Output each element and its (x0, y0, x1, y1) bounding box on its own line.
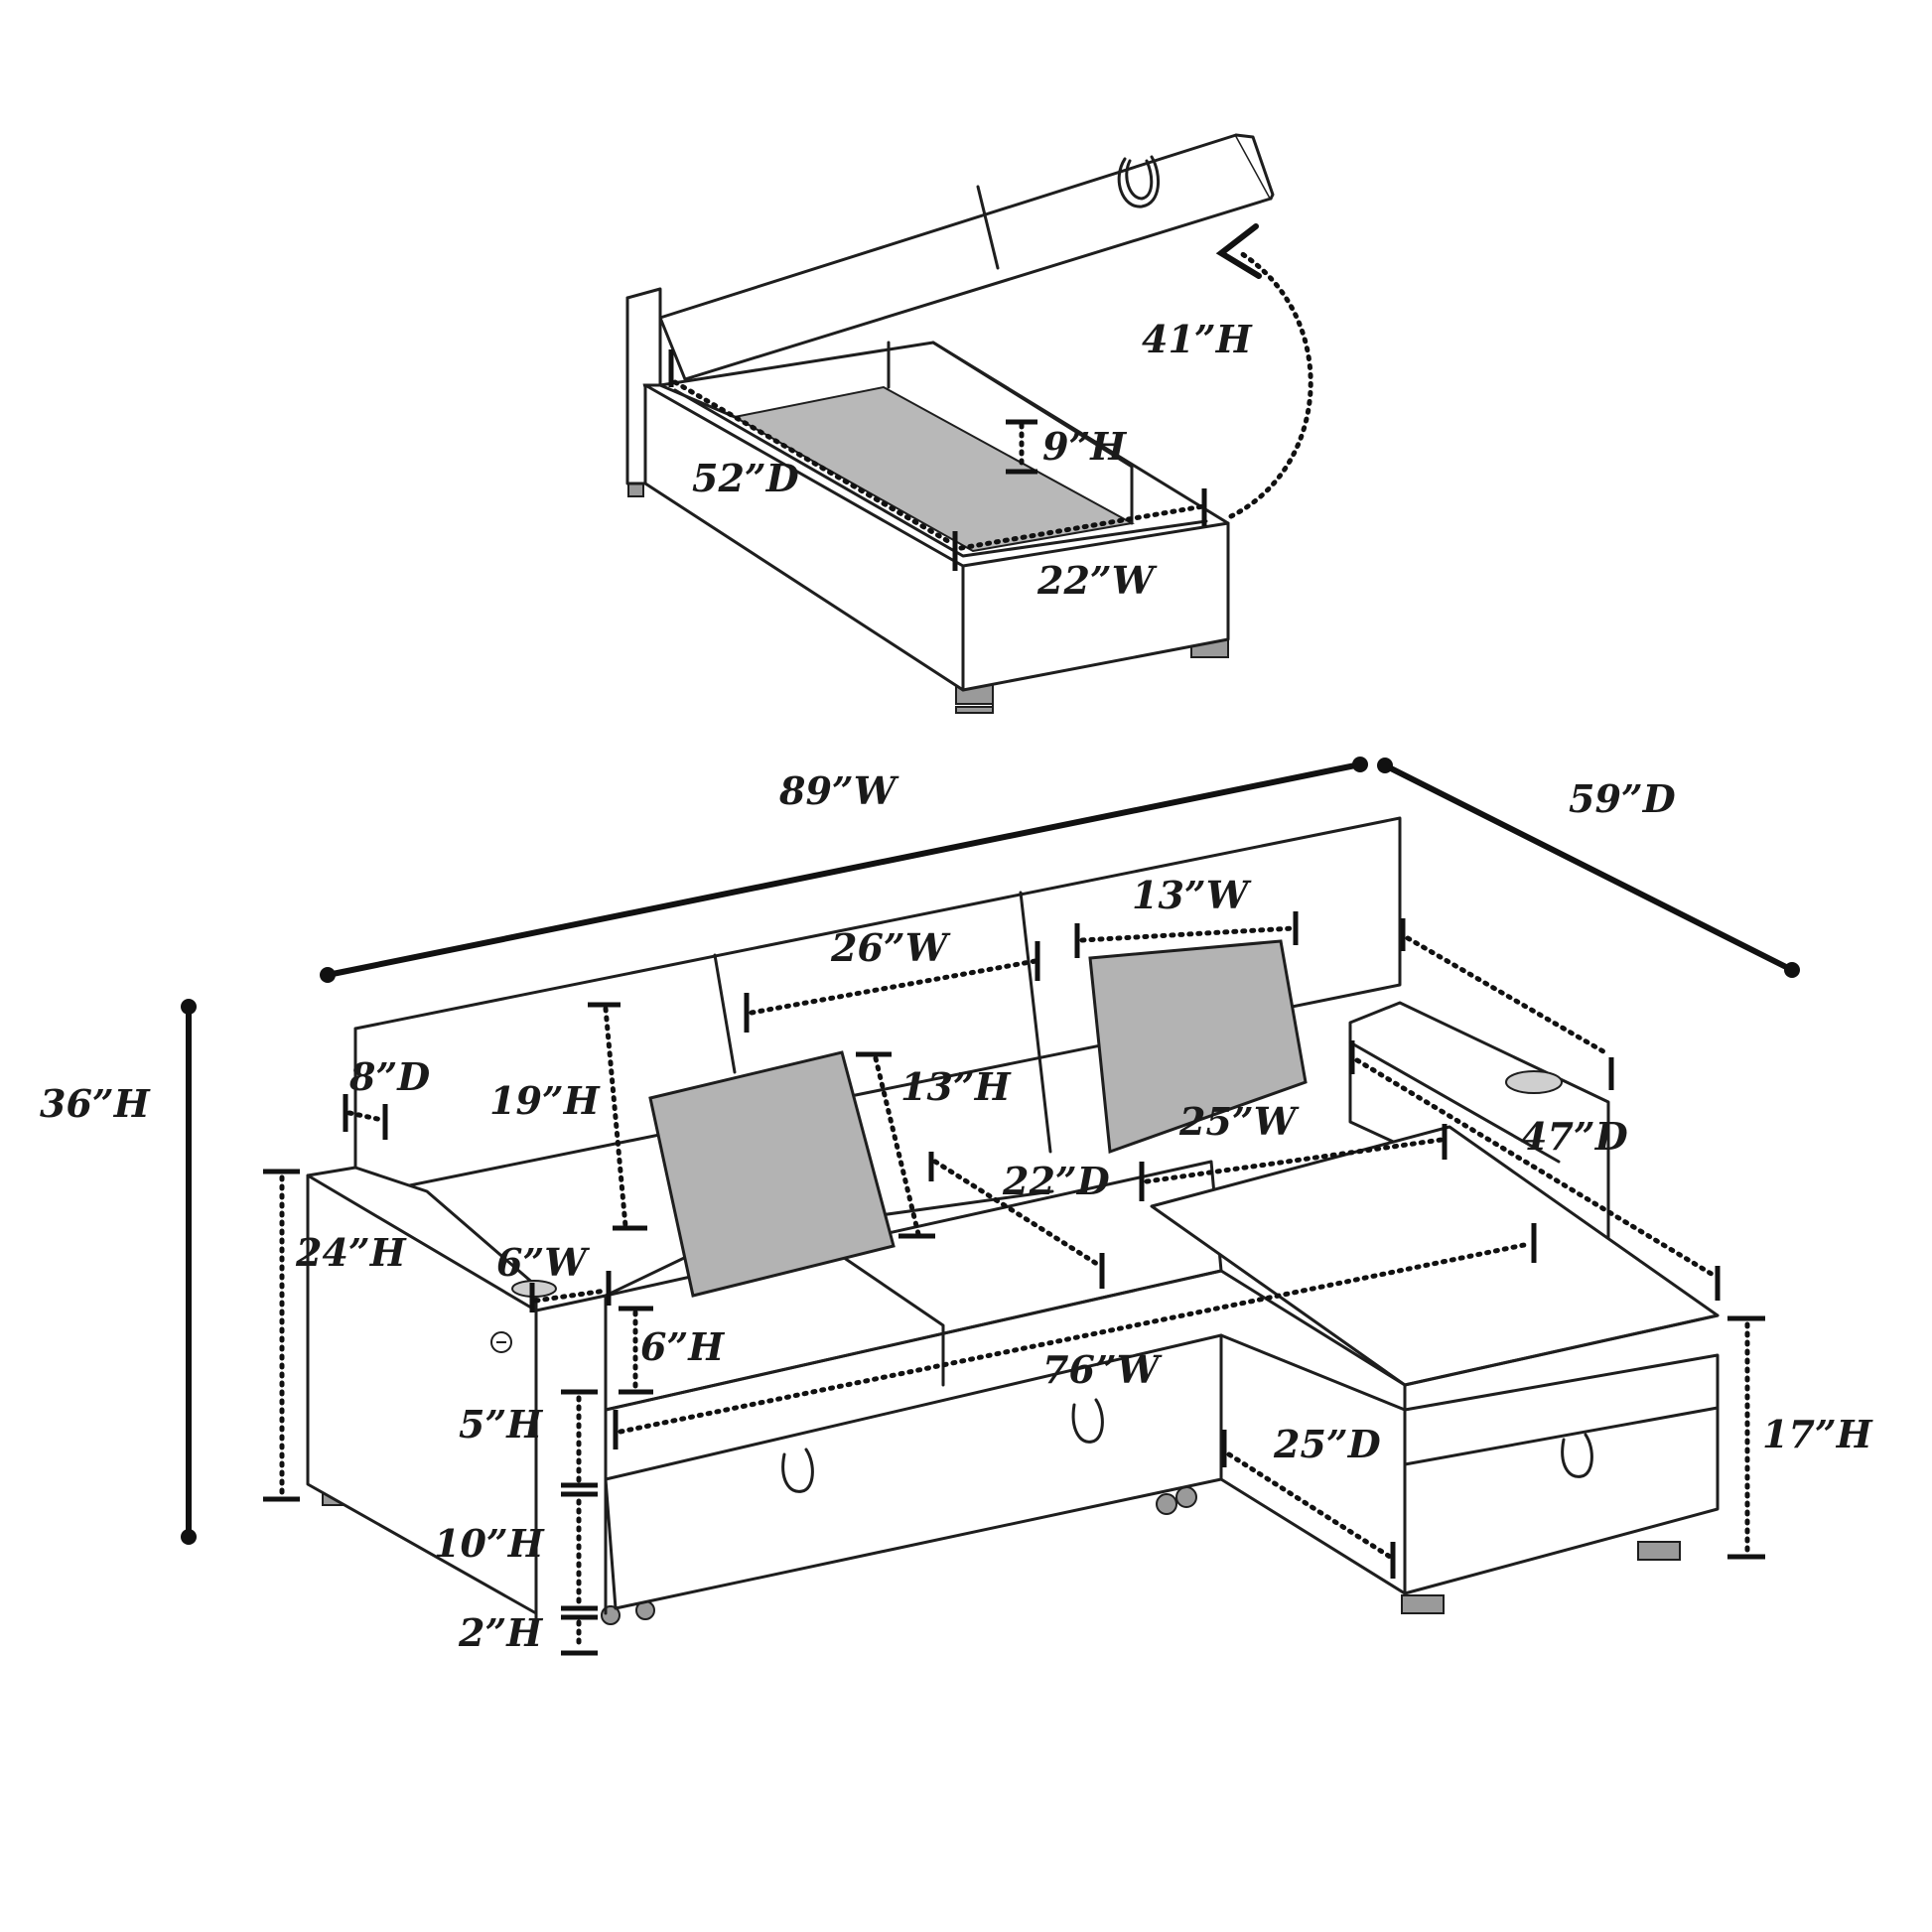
sectional-sofa-illustration (306, 816, 1720, 1630)
label-seat-back-width: 26”W (830, 925, 951, 970)
label-cupholder-width: 6”W (496, 1240, 590, 1285)
label-storage-height: 10”H (434, 1521, 545, 1566)
sofa-dimension-lines (181, 757, 1800, 1656)
label-chaise-seat-width: 25”W (1178, 1099, 1300, 1144)
label-overall-height: 36”H (40, 1081, 151, 1126)
label-seat-width: 76”W (1042, 1347, 1163, 1392)
label-back-cushion-width: 13”W (1132, 873, 1252, 917)
label-chaise-height: 17”H (1762, 1412, 1873, 1456)
label-back-height: 19”H (489, 1078, 601, 1123)
label-chaise-depth: 47”D (1521, 1114, 1628, 1159)
ottoman-illustration (625, 133, 1275, 714)
label-ottoman-inner-depth: 52”D (692, 456, 799, 500)
label-ottoman-lid-height: 41”H (1142, 317, 1253, 361)
label-chaise-front-depth: 25”D (1273, 1422, 1381, 1466)
label-seat-cushion-height: 6”H (640, 1324, 725, 1369)
label-seat-depth: 22”D (1002, 1159, 1110, 1203)
label-ottoman-inner-height: 9”H (1042, 424, 1127, 469)
label-arm-height: 24”H (295, 1230, 407, 1275)
label-ottoman-inner-width: 22”W (1036, 558, 1158, 603)
dimension-labels: 41”H 9”H 52”D 22”W 89”W 59”D 36”H 13”W 2… (40, 317, 1873, 1655)
label-arm-depth: 8”D (348, 1054, 430, 1099)
ottoman-dimension-lines (668, 223, 1313, 571)
label-frame-height: 5”H (459, 1402, 543, 1447)
label-overall-width: 89”W (778, 768, 899, 813)
label-overall-depth: 59”D (1569, 776, 1676, 821)
label-pillow-height: 13”H (900, 1064, 1012, 1109)
label-leg-height: 2”H (458, 1610, 543, 1655)
